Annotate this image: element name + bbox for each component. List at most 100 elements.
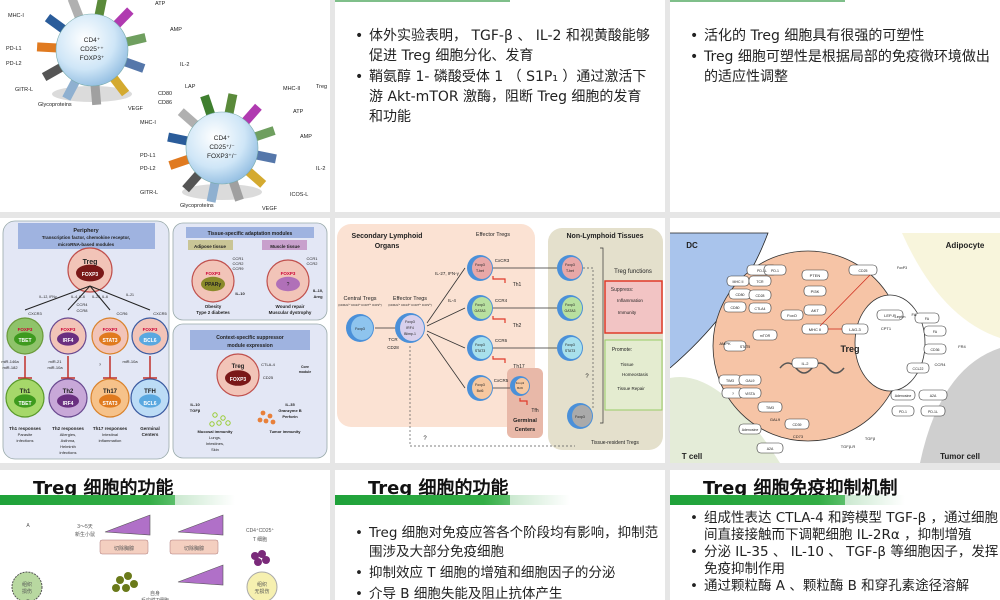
figure-label: A2A bbox=[767, 447, 774, 451]
ligand-label: CD80 bbox=[158, 91, 172, 97]
slide-thumbnail-9[interactable]: Treg 细胞免疫抑制机制 组成性表达 CTLA-4 和跨模型 TGF-β ，通… bbox=[670, 470, 1000, 600]
molecule-box bbox=[752, 329, 778, 341]
figure-label: inflammation bbox=[99, 438, 122, 443]
slide-thumbnail-2[interactable]: 体外实验表明， TGF-β 、 IL-2 和视黄酸能够促进 Treg 细胞分化、… bbox=[335, 0, 665, 212]
arrow bbox=[426, 333, 466, 389]
figure-label: Treg bbox=[83, 259, 98, 266]
figure-label: Adipose tissue bbox=[194, 244, 227, 249]
inhibit-line bbox=[492, 276, 506, 283]
figure-label: Tissue Repair bbox=[617, 386, 645, 391]
ligand-label: PD-L1 bbox=[6, 46, 22, 52]
figure-label: CD25 bbox=[859, 269, 868, 273]
secreted-molecule bbox=[260, 410, 266, 416]
figure-label: miR-146a bbox=[1, 359, 19, 364]
ligand-label: Glycoproteins bbox=[38, 102, 72, 108]
figure-label: (CD62Lʰⁱ CD44ˡᵒ CCR7ʰⁱ ICOSˡᵒ) bbox=[338, 303, 382, 307]
arrow bbox=[426, 267, 466, 324]
figure-label: LEP-R bbox=[884, 313, 896, 318]
figure-label: A bbox=[26, 523, 30, 529]
promote-box bbox=[604, 339, 663, 411]
figure-label: Tissue bbox=[620, 362, 634, 367]
slide-thumbnail-8[interactable]: Treg 细胞的功能 Treg 细胞对免疫应答各个阶段均有影响，抑制范围涉及大部… bbox=[335, 470, 665, 600]
figure-label: CD36 bbox=[931, 348, 940, 352]
cell bbox=[562, 337, 582, 359]
figure-label: GATA3 bbox=[475, 309, 486, 313]
figure-label: Transcription factor, chemokine receptor… bbox=[42, 235, 130, 240]
ligand-label: GITR-L bbox=[15, 87, 33, 93]
bullet-item: 介导 B 细胞失能及阻止抗体产生 bbox=[355, 585, 665, 600]
figure-label: CXCR3 bbox=[28, 311, 42, 316]
figure-label: 反应性T细胞 bbox=[141, 597, 169, 600]
figure-label: Adenosine bbox=[895, 394, 912, 398]
dc-cell-region bbox=[670, 233, 768, 368]
figure-label: IL-10 bbox=[190, 402, 200, 407]
figure-label: 切除胸腺 bbox=[184, 545, 204, 552]
figure-label: CxCR5 bbox=[494, 378, 509, 383]
ligand-label: PD-L1 bbox=[140, 153, 156, 159]
cell bbox=[562, 297, 582, 319]
bullet-item: 分泌 IL-35 、 IL-10 、 TGF-β 等细胞因子，发挥免疫抑制作用 bbox=[690, 544, 1000, 578]
bracket bbox=[600, 247, 604, 424]
figure-label: Tfh bbox=[531, 408, 538, 414]
figure-label: Foxp3 bbox=[475, 343, 485, 347]
suppressor-header bbox=[190, 330, 310, 350]
no-damage-circle bbox=[246, 571, 278, 600]
ligand-label: CD86 bbox=[158, 100, 172, 106]
figure-label: CTLA4 bbox=[755, 307, 766, 311]
figure-label: TGFβ bbox=[190, 408, 201, 413]
cell bbox=[400, 315, 424, 341]
molecule-box bbox=[723, 301, 747, 313]
molecule-box bbox=[876, 309, 904, 321]
figure-label: Th17 bbox=[103, 389, 118, 395]
marker-label: CD4⁺ bbox=[84, 37, 100, 44]
molecule-box bbox=[801, 269, 829, 281]
inhibit-line bbox=[492, 316, 506, 323]
treg-cell-cluster bbox=[258, 550, 266, 558]
secreted-molecule bbox=[263, 418, 269, 424]
figure-label: GAL9 bbox=[770, 417, 781, 422]
slide-title: Treg 细胞免疫抑制机制 bbox=[703, 478, 898, 499]
figure-label: Foxp3 bbox=[475, 383, 485, 387]
arrow bbox=[426, 330, 466, 349]
title-bar-fade bbox=[175, 495, 235, 505]
figure-label: Centers bbox=[515, 427, 535, 433]
bullet-item: 活化的 Treg 细胞具有很强的可塑性 bbox=[690, 26, 990, 46]
figure-label: 自身 bbox=[150, 590, 160, 597]
molecule-box bbox=[803, 304, 827, 316]
ligand-label: ICOS-L bbox=[290, 192, 308, 198]
ligand-label: Glycoproteins bbox=[180, 203, 214, 209]
figure-label: 3～5天 bbox=[77, 524, 93, 530]
figure-label: AMPK bbox=[719, 341, 731, 346]
figure-label: TBET bbox=[18, 401, 31, 407]
figure-label: IL-10 bbox=[235, 291, 245, 296]
figure-label: CCR2 bbox=[233, 261, 245, 266]
figure-label: CD28 bbox=[387, 345, 399, 350]
figure-label: FoxP3 bbox=[897, 266, 907, 270]
figure-label: Treg bbox=[232, 364, 245, 370]
figure-label: ? bbox=[585, 374, 589, 380]
ligand-label: LAP bbox=[185, 84, 196, 90]
tissue-damage-circle bbox=[11, 571, 43, 600]
figure-label: IL-35 bbox=[285, 402, 295, 407]
bullet-item: 抑制效应 T 细胞的增殖和细胞因子的分泌 bbox=[355, 564, 665, 583]
figure-label: TCR bbox=[388, 337, 398, 342]
slide-thumbnail-3[interactable]: 活化的 Treg 细胞具有很强的可塑性 Treg 细胞可塑性是根据局部的免疫微环… bbox=[670, 0, 1000, 212]
figure-label: Bcl6 bbox=[517, 386, 523, 390]
figure-label: STAT3 bbox=[565, 349, 575, 353]
thymectomy-box bbox=[99, 539, 149, 555]
figure-label: Areg bbox=[313, 294, 323, 299]
figure-label: Suppress: bbox=[611, 287, 634, 293]
figure-label: Inflammation bbox=[617, 298, 643, 303]
figure-label: FOXP3 bbox=[143, 327, 158, 332]
bullet-item: 鞘氨醇 1- 磷酸受体 1 （ S1P₁ ）通过激活下游 Akt-mTOR 激酶… bbox=[355, 67, 655, 127]
nucleus bbox=[225, 370, 251, 386]
figure-label: PTEN bbox=[810, 273, 821, 278]
molecule-box bbox=[738, 423, 762, 435]
figure-label: Muscle tissue bbox=[270, 244, 300, 249]
